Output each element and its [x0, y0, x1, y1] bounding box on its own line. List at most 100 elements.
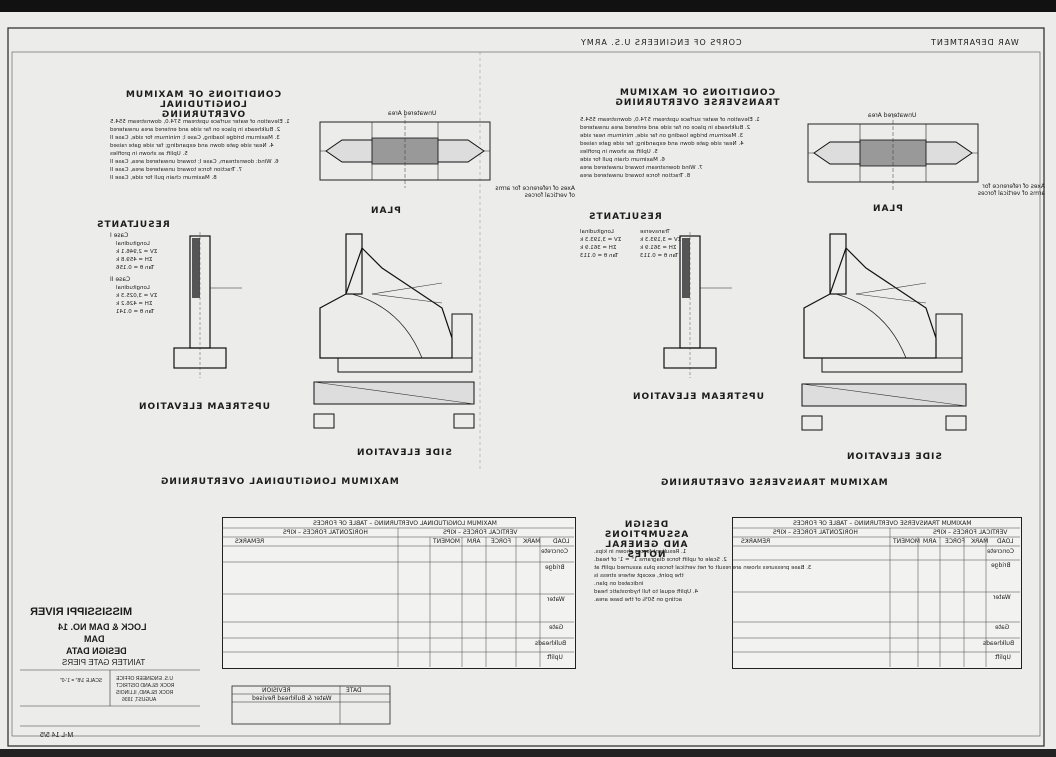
left-load-concrete: Concrete	[541, 548, 569, 555]
left-condition-8: 8. Maximum chain pull for side, Case II	[110, 175, 217, 181]
title-district: ROCK ISLAND DISTRICT	[116, 683, 175, 689]
left-col-arm: ARM	[467, 538, 481, 545]
left-load-gate: Gate	[549, 624, 564, 631]
right-case1-line-4: Tan θ = 0.113	[580, 253, 619, 259]
right-table-vertical-group: VERTICAL FORCES – KIPS	[933, 529, 1008, 536]
left-table-vertical-group: VERTICAL FORCES – KIPS	[443, 529, 518, 536]
right-load-bulkheads: Bulkheads	[983, 640, 1015, 647]
left-load-uplift: Uplift	[547, 654, 563, 661]
right-condition-4: 4. Near side gate down and expanding; fa…	[580, 141, 744, 147]
right-resultants-title: RESULTANTS	[588, 212, 662, 222]
right-condition-1: 1. Elevation of water surface upstream 5…	[580, 117, 760, 123]
left-case1-line-4: Tan θ = 0.156	[116, 265, 155, 271]
title-location: ROCK ISLAND, ILLINOIS	[116, 690, 174, 696]
right-case1-line-2: ΣV = 3,193.3 k	[580, 237, 622, 243]
title-sheet-number: M-L 14 5/5	[40, 732, 74, 739]
right-condition-3: 3. Maximum bridge loading on far side, m…	[580, 133, 744, 139]
left-upstream-elevation-drawing	[173, 232, 242, 378]
scan-bottom-edge	[0, 749, 1056, 757]
title-scale: SCALE 1/8" = 1'-0"	[60, 678, 103, 684]
left-resultants-title: RESULTANTS	[96, 220, 170, 230]
title-lock-dam: LOCK & DAM NO. 14	[58, 622, 147, 632]
right-case1-values: Longitudinal ΣV = 3,193.3 k ΣH = 361.9 k…	[580, 228, 621, 260]
left-condition-6: 6. Wind: downstream, Case I; toward unwa…	[110, 159, 279, 165]
right-load-uplift: Uplift	[995, 654, 1011, 661]
title-river: MISSISSIPPI RIVER	[30, 606, 133, 618]
left-conditions-list: 1. Elevation of water surface upstream 5…	[110, 118, 290, 182]
title-office: U.S. ENGINEER OFFICE	[116, 676, 173, 682]
left-case1-line-3: ΣH = 459.8 k	[116, 257, 153, 263]
right-table-title: MAXIMUM TRANSVERSE OVERTURNING – TABLE O…	[793, 520, 972, 527]
design-note-2: 2. Scale of uplift force diagrams 1" = 1…	[594, 557, 727, 563]
title-date: AUGUST, 1936	[122, 697, 157, 703]
right-upstream-elevation-drawing	[663, 232, 732, 378]
left-load-bridge: Bridge	[545, 564, 565, 571]
right-condition-7: 7. Wind downstream toward unwatered area	[580, 165, 703, 171]
right-col-moment: MOMENT	[893, 538, 921, 545]
left-table-horizontal-group: HORIZONTAL FORCES – KIPS	[283, 529, 368, 536]
left-condition-7: 7. Traction force toward unwatered area,…	[110, 167, 243, 173]
design-notes-list: 1. Resultant forces shown in kips. 2. Sc…	[594, 548, 811, 604]
left-col-moment: MOMENT	[433, 538, 461, 545]
left-case1-label: Case I	[110, 232, 129, 239]
left-load-bulkheads: Bulkheads	[535, 640, 567, 647]
title-dam: DAM	[84, 634, 105, 644]
left-condition-3: 3. Maximum bridge loading, Case I; minim…	[110, 135, 280, 141]
left-case2-line-4: Tan θ = 0.141	[116, 309, 155, 315]
left-plan-drawing	[319, 114, 491, 188]
left-condition-2: 2. Bulkheads in place on far side and en…	[110, 127, 281, 133]
scan-top-edge	[0, 0, 1056, 12]
right-condition-8: 8. Traction force toward unwatered area	[580, 173, 691, 179]
design-note-3: 3. Base pressures shown are result of ne…	[594, 565, 812, 571]
left-case2-label: Case II	[110, 276, 131, 283]
right-col-arm: ARM	[923, 538, 937, 545]
title-piers: TAINTER GATE PIERS	[62, 658, 146, 667]
left-unwatered-area: Unwatered Area	[388, 110, 437, 117]
left-case1-line-2: ΣV = 2,946.1 k	[116, 249, 158, 255]
right-plan-title: PLAN	[872, 204, 903, 214]
left-col-force: FORCE	[491, 538, 512, 545]
design-note-7: acting on 50% of the base area.	[594, 597, 683, 603]
right-unwatered-area: Unwatered Area	[868, 112, 917, 119]
left-case2-line-3: ΣH = 426.2 k	[116, 301, 153, 307]
right-col-mark: MARK	[971, 538, 989, 545]
design-note-6: 4. Uplift equal to full hydrostatic head	[594, 589, 699, 595]
left-upstream-elevation-title: UPSTREAM ELEVATION	[138, 402, 270, 412]
right-table-horizontal-group: HORIZONTAL FORCES – KIPS	[773, 529, 858, 536]
right-side-elevation-drawing	[801, 233, 967, 431]
right-axes-note: Axes of reference for arms of vertical f…	[977, 183, 1045, 197]
design-note-4: the point, except where stress is	[594, 573, 684, 579]
right-plan-drawing	[807, 114, 979, 190]
left-col-remarks: REMARKS	[235, 538, 265, 545]
right-side-elevation-title: SIDE ELEVATION	[846, 452, 942, 462]
left-side-elevation-title: SIDE ELEVATION	[356, 448, 452, 458]
right-load-gate: Gate	[995, 624, 1010, 631]
right-condition-6: 6. Maximum chain pull for side	[580, 157, 665, 163]
left-table-title: MAXIMUM LONGITUDINAL OVERTURNING – TABLE…	[313, 520, 497, 527]
right-case1-line-1: Longitudinal	[580, 229, 614, 235]
right-load-bridge: Bridge	[991, 562, 1011, 569]
left-condition-1: 1. Elevation of water surface upstream 5…	[110, 119, 290, 125]
department-label: WAR DEPARTMENT	[930, 38, 1019, 47]
revision-entry: Water & Bulkhead Revised	[252, 695, 332, 702]
left-case2-line-1: Longitudinal	[116, 285, 150, 291]
right-conditions-title: CONDITIONS OF MAXIMUM TRANSVERSE OVERTUR…	[614, 88, 780, 108]
right-condition-5: 5. Uplift as shown in profiles	[580, 149, 658, 155]
left-condition-5: 5. Uplift as shown in profiles	[110, 151, 188, 157]
right-case1-line-3: ΣH = 361.9 k	[580, 245, 617, 251]
right-forces-table: MAXIMUM TRANSVERSE OVERTURNING – TABLE O…	[732, 517, 1022, 669]
left-load-water: Water	[547, 596, 565, 603]
right-col-remarks: REMARKS	[741, 538, 771, 545]
left-forces-table: MAXIMUM LONGITUDINAL OVERTURNING – TABLE…	[222, 517, 576, 669]
left-col-load: LOAD	[553, 538, 570, 545]
left-plan-title: PLAN	[370, 206, 401, 216]
right-conditions-list: 1. Elevation of water surface upstream 5…	[580, 116, 760, 180]
right-load-water: Water	[993, 594, 1011, 601]
design-note-5: indicated on plan.	[594, 581, 644, 587]
left-section-title: MAXIMUM LONGITUDINAL OVERTURNING	[160, 477, 399, 487]
left-case1-values: Longitudinal ΣV = 2,946.1 k ΣH = 459.8 k…	[116, 240, 157, 272]
left-col-mark: MARK	[523, 538, 541, 545]
left-case2-line-2: ΣV = 3,025.3 k	[116, 293, 158, 299]
